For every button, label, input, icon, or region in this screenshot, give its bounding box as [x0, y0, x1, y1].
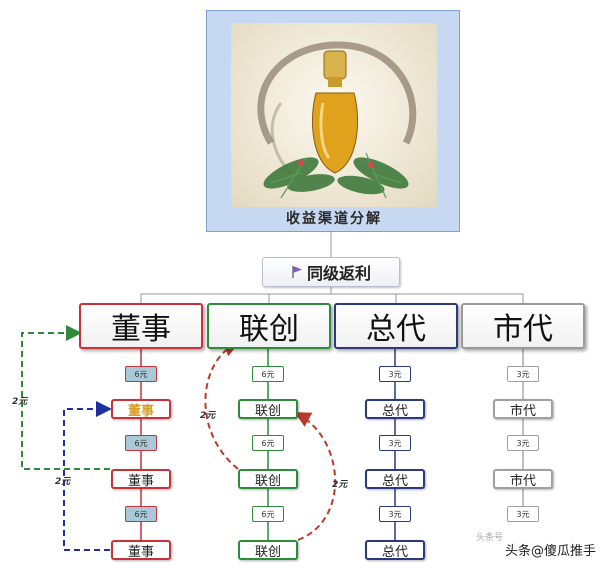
level-dongshi: 董事	[79, 303, 203, 349]
zongdai-amount-2: 3元	[379, 435, 411, 451]
level-zongdai: 总代	[334, 303, 458, 349]
lianchuang-upper-rebate-label: 2元	[200, 411, 216, 421]
zongdai-amount-1: 3元	[379, 366, 411, 382]
rebate-node: 同级返利	[262, 257, 400, 287]
lianchuang-node-1: 联创	[238, 399, 298, 419]
dongshi-node-2: 董事	[111, 469, 171, 489]
dongshi-amount-1: 6元	[125, 366, 157, 382]
flag-icon	[292, 266, 302, 278]
lianchuang-lower-rebate-label: 2元	[332, 480, 348, 490]
shidai-amount-1: 3元	[507, 366, 539, 382]
level-shidai: 市代	[461, 303, 585, 349]
shidai-node-1: 市代	[493, 399, 553, 419]
level-lianchuang: 联创	[207, 303, 331, 349]
dongshi-node-3: 董事	[111, 540, 171, 560]
lianchuang-node-3: 联创	[238, 540, 298, 560]
lianchuang-amount-1: 6元	[252, 366, 284, 382]
shidai-amount-2: 3元	[507, 435, 539, 451]
product-photo	[231, 23, 437, 207]
diagram-title: 收益渠道分解	[286, 211, 382, 227]
lianchuang-amount-2: 6元	[252, 435, 284, 451]
serum-bottle-illustration	[257, 41, 417, 199]
dongshi-outer-rebate-label: 2元	[12, 397, 28, 407]
dongshi-inner-rebate-label: 2元	[55, 477, 71, 487]
lianchuang-node-2: 联创	[238, 469, 298, 489]
zongdai-node-1: 总代	[365, 399, 425, 419]
watermark-faint: 头条号	[476, 533, 504, 543]
watermark: 头条@傻瓜推手	[504, 544, 596, 559]
zongdai-node-3: 总代	[365, 540, 425, 560]
shidai-node-2: 市代	[493, 469, 553, 489]
zongdai-node-2: 总代	[365, 469, 425, 489]
dongshi-amount-2: 6元	[125, 435, 157, 451]
dongshi-node-1: 董事	[111, 399, 171, 419]
shidai-amount-3: 3元	[507, 506, 539, 522]
header-image-panel: 收益渠道分解	[206, 10, 460, 232]
lianchuang-amount-3: 6元	[252, 506, 284, 522]
dongshi-node-1-label: 董事	[127, 403, 154, 419]
zongdai-amount-3: 3元	[379, 506, 411, 522]
rebate-label: 同级返利	[306, 264, 371, 283]
dongshi-amount-3: 6元	[125, 506, 157, 522]
